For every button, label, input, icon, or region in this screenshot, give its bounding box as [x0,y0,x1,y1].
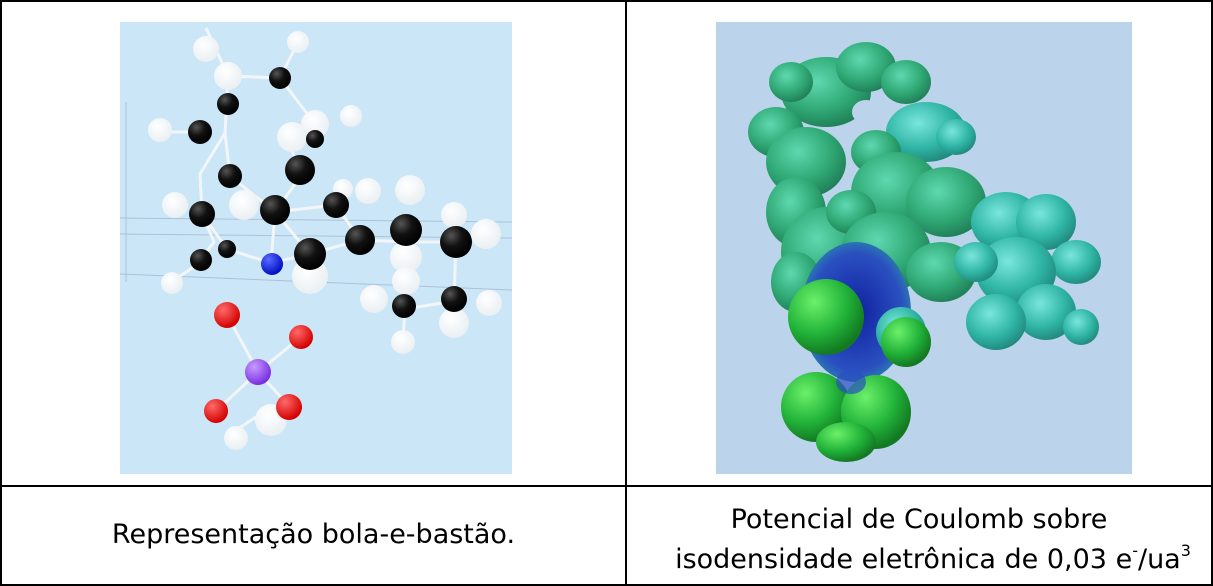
caption-sup-minus: - [1132,541,1138,560]
table-border-bottom [0,584,1213,586]
caption-ball-and-stick-text: Representação bola-e-bastão. [111,519,516,550]
caption-coulomb-line2: isodensidade eletrônica de 0,03 e-/ua3 [627,536,1211,576]
caption-unit: /ua [1137,544,1181,575]
coulomb-potential-image [716,22,1132,474]
caption-coulomb-line1: Potencial de Coulomb sobre [730,504,1108,535]
table-border-left [0,0,2,586]
nitrogen-atom [261,253,283,275]
phosphorus-atom [245,359,271,385]
caption-ball-and-stick: Representação bola-e-bastão. [2,518,625,551]
caption-sup-3: 3 [1180,541,1191,560]
table-divider-horizontal [0,485,1213,487]
table-border-right [1211,0,1213,586]
caption-coulomb-line2-text: isodensidade eletrônica de 0,03 e [675,544,1133,575]
table-divider-vertical [625,0,627,586]
ball-and-stick-image [120,22,512,474]
caption-coulomb-potential: Potencial de Coulomb sobre isodensidade … [627,503,1211,576]
table-border-top [0,0,1213,2]
